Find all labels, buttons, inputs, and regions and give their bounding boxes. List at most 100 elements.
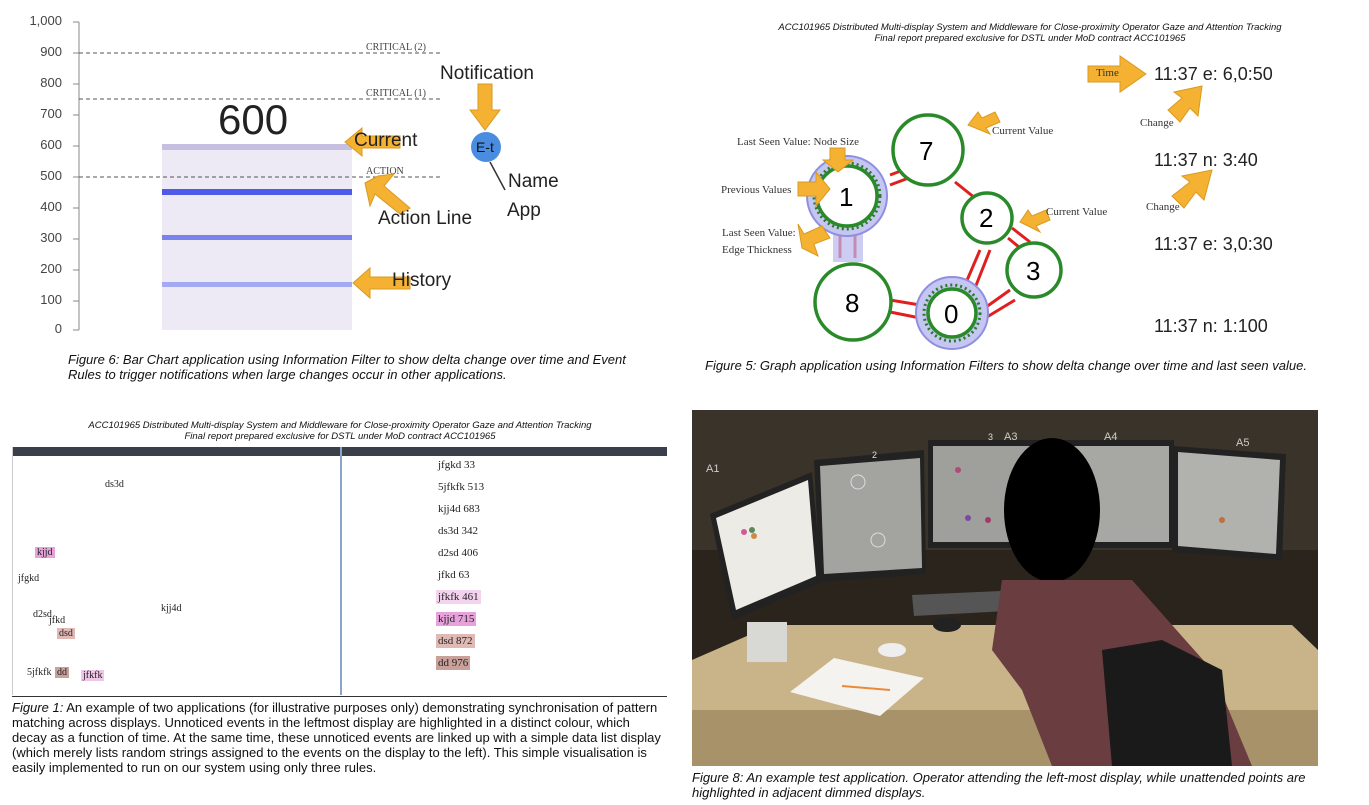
name-annotation: Name <box>508 171 559 192</box>
last-seen-node-arrow <box>821 147 855 173</box>
change-label: Change <box>1140 117 1174 129</box>
graph-node-7-label: 7 <box>919 136 933 166</box>
app-annotation: App <box>507 200 541 221</box>
list-item: d2sd 406 <box>438 547 479 559</box>
last-seen-edge-label-2: Edge Thickness <box>722 244 792 256</box>
action-line-arrow <box>364 173 411 215</box>
monitor <box>814 450 926 582</box>
scatter-item: 5jfkfk <box>27 667 52 678</box>
action-line-annotation: Action Line <box>378 208 473 229</box>
y-tick: 800 <box>40 75 62 90</box>
page-header-line-2: Final report prepared exclusive for DSTL… <box>874 33 1186 44</box>
display-divider <box>340 447 342 695</box>
scatter-item-highlighted: dsd <box>57 628 75 639</box>
figure-5-caption: Figure 5: Graph application using Inform… <box>705 358 1307 373</box>
scatter-item: d2sd <box>33 609 52 620</box>
scatter-item: kjj4d <box>161 603 182 614</box>
figure-8-caption: Figure 8: An example test application. O… <box>692 770 1306 800</box>
page-header-line-2: Final report prepared exclusive for DSTL… <box>184 431 496 442</box>
current-value-arrow <box>967 111 1001 136</box>
figure-divider <box>12 696 667 697</box>
log-entry: 11:37 e: 3,0:30 <box>1154 234 1273 254</box>
y-tick: 200 <box>40 261 62 276</box>
graph-node-8 <box>813 262 893 342</box>
chair <box>1102 640 1232 766</box>
scatter-item: jfkd <box>49 615 66 626</box>
current-value-label: 600 <box>218 96 289 143</box>
list-item-highlighted: dd 976 <box>436 656 471 670</box>
list-item: kjj4d 683 <box>438 503 480 515</box>
current-value-label: Current Value <box>1046 206 1107 218</box>
y-tick: 300 <box>40 230 62 245</box>
graph-node-8-label: 8 <box>845 288 859 318</box>
list-item: jfkd 63 <box>438 569 470 581</box>
graph-node-0-label: 0 <box>944 299 958 329</box>
graph-node-2 <box>960 191 1014 245</box>
bar-chart <box>73 21 506 331</box>
left-display-window: ds3d kjjd jfgkd kjj4d d2sd jfkd dsd 5jfk… <box>12 447 341 695</box>
figure-1-caption-body: An example of two applications (for illu… <box>12 700 661 775</box>
y-tick: 400 <box>40 199 62 214</box>
scatter-item-highlighted: jfkfk <box>81 670 105 681</box>
monitor-label: A3 <box>1004 431 1017 443</box>
notification-arrow <box>469 83 501 131</box>
graph-node-0 <box>926 287 978 339</box>
list-item-highlighted: jfkfk 461 <box>436 590 481 604</box>
current-arrow <box>344 126 401 158</box>
last-seen-ring <box>922 283 982 343</box>
log-entry: 11:37 e: 6,0:50 <box>1154 64 1273 84</box>
y-tick: 1,000 <box>29 13 62 28</box>
history-arrow <box>352 266 411 300</box>
figure-8: A1 2 3 A3 A4 A5 Figure 8: An example tes… <box>690 410 1369 805</box>
notification-annotation: Notification <box>440 63 534 84</box>
figure-1-caption-lead: Figure 1: <box>12 700 64 715</box>
y-tick: 700 <box>40 106 62 121</box>
y-tick: 100 <box>40 292 62 307</box>
list-item: ds3d 342 <box>438 525 479 537</box>
list-item-highlighted: kjjd 715 <box>436 612 477 626</box>
history-annotation: History <box>392 270 452 291</box>
name-pointer <box>489 161 506 191</box>
app-node-label: E-t <box>476 139 494 155</box>
current-bar-top <box>162 144 352 150</box>
last-seen-edge-arrow <box>797 223 831 257</box>
graph-node-1-label: 1 <box>839 182 853 212</box>
figure-1-caption: Figure 1: An example of two applications… <box>12 700 668 775</box>
figure-5: ACC101965 Distributed Multi-display Syst… <box>690 0 1369 400</box>
figure-1: ACC101965 Distributed Multi-display Syst… <box>0 410 680 805</box>
time-arrow <box>1087 55 1147 93</box>
operator-photo: A1 2 3 A3 A4 A5 <box>692 410 1318 766</box>
scatter-item-highlighted: dd <box>55 667 69 678</box>
scatter-item-highlighted: kjjd <box>35 547 55 558</box>
history-line <box>162 282 352 287</box>
history-line <box>162 235 352 240</box>
change-arrow <box>1167 85 1203 123</box>
log-entry: 11:37 n: 3:40 <box>1154 150 1258 170</box>
monitor-label: A4 <box>1104 431 1117 443</box>
page-header-line-1: ACC101965 Distributed Multi-display Syst… <box>88 420 592 431</box>
y-tick: 600 <box>40 137 62 152</box>
previous-values-label: Previous Values <box>721 184 791 196</box>
monitor <box>710 472 822 662</box>
change-label: Change <box>1146 201 1180 213</box>
current-value-arrow <box>1019 209 1051 234</box>
monitor-label: 2 <box>872 450 877 460</box>
browser-tab-bar <box>342 447 667 456</box>
previous-values-arrow <box>797 170 831 208</box>
time-label: Time <box>1096 67 1119 79</box>
figure-6: 1,000 900 800 700 600 500 400 300 200 10… <box>0 0 680 395</box>
graph-node-3 <box>1005 241 1063 299</box>
current-annotation: Current <box>354 130 418 151</box>
browser-tab-bar <box>13 447 341 456</box>
monitor <box>1172 446 1286 560</box>
history-line <box>162 189 352 195</box>
critical-2-label: CRITICAL (2) <box>366 42 426 53</box>
scatter-item: ds3d <box>105 479 124 490</box>
y-tick: 500 <box>40 168 62 183</box>
action-label: ACTION <box>366 166 404 177</box>
page-header-line-1: ACC101965 Distributed Multi-display Syst… <box>778 22 1282 33</box>
operator-head <box>1004 438 1100 582</box>
last-seen-edge-label-1: Last Seen Value: <box>722 227 796 239</box>
graph-node-3-label: 3 <box>1026 256 1040 286</box>
monitor-label: A1 <box>706 463 719 475</box>
